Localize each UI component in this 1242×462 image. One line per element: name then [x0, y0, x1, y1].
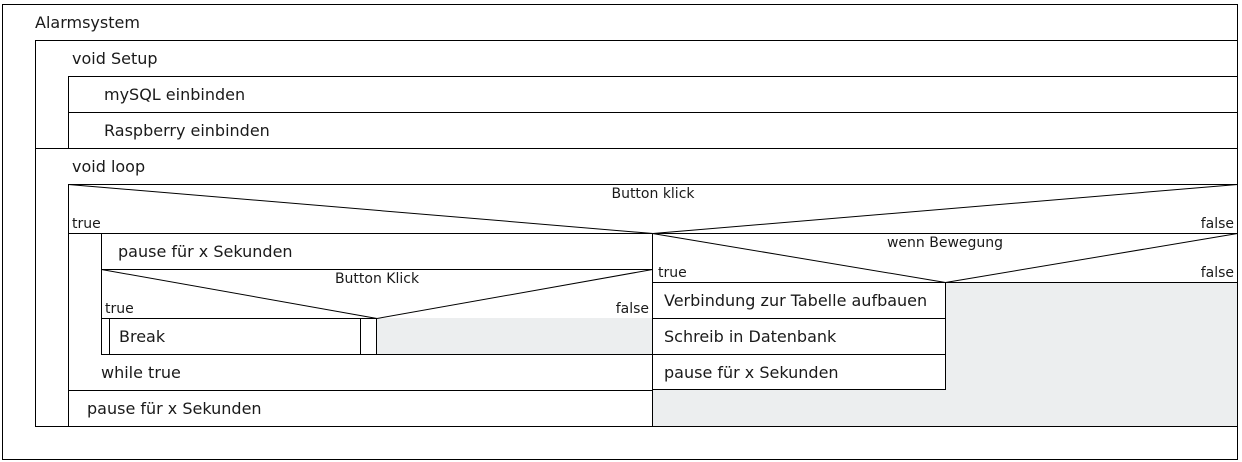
decision-false-label: false [1200, 216, 1234, 232]
motion-condition-label: wenn Bewegung [886, 235, 1004, 251]
motion-step-label: pause für x Sekunden [664, 363, 839, 382]
outer-diagonal-right [652, 184, 1238, 234]
inner-true-label: true [105, 301, 134, 317]
inner-diagonal-left [101, 269, 378, 319]
motion-step-pause [652, 354, 946, 390]
motion-diagonal-left [652, 233, 946, 283]
program-title: Alarmsystem [35, 13, 140, 32]
decision-condition-label: Button klick [611, 186, 695, 202]
setup-step-label: mySQL einbinden [104, 85, 246, 104]
motion-diagonal-right [945, 233, 1238, 283]
while-true-label: while true [101, 363, 181, 382]
setup-step-label: Raspberry einbinden [104, 121, 270, 140]
break-exit-marker [360, 318, 377, 355]
empty-region-inner-false [377, 318, 652, 355]
motion-false-label: false [1200, 265, 1234, 281]
loop-label: void loop [72, 157, 146, 176]
break-step-label: Break [119, 327, 166, 346]
motion-true-label: true [658, 265, 687, 281]
pause-step-label: pause für x Sekunden [118, 242, 293, 261]
pause-after-step [68, 390, 653, 427]
inner-condition-label: Button Klick [334, 271, 420, 287]
motion-step-label: Schreib in Datenbank [664, 327, 837, 346]
inner-false-label: false [615, 301, 649, 317]
motion-step-label: Verbindung zur Tabelle aufbauen [664, 291, 928, 310]
empty-region-motion-false [945, 282, 1238, 390]
setup-label: void Setup [72, 49, 158, 68]
inner-diagonal-right [376, 269, 653, 319]
outer-diagonal-left [68, 184, 654, 234]
decision-true-label: true [72, 216, 101, 232]
pause-after-step-label: pause für x Sekunden [87, 399, 262, 418]
empty-region-false-bottom [653, 390, 1238, 426]
